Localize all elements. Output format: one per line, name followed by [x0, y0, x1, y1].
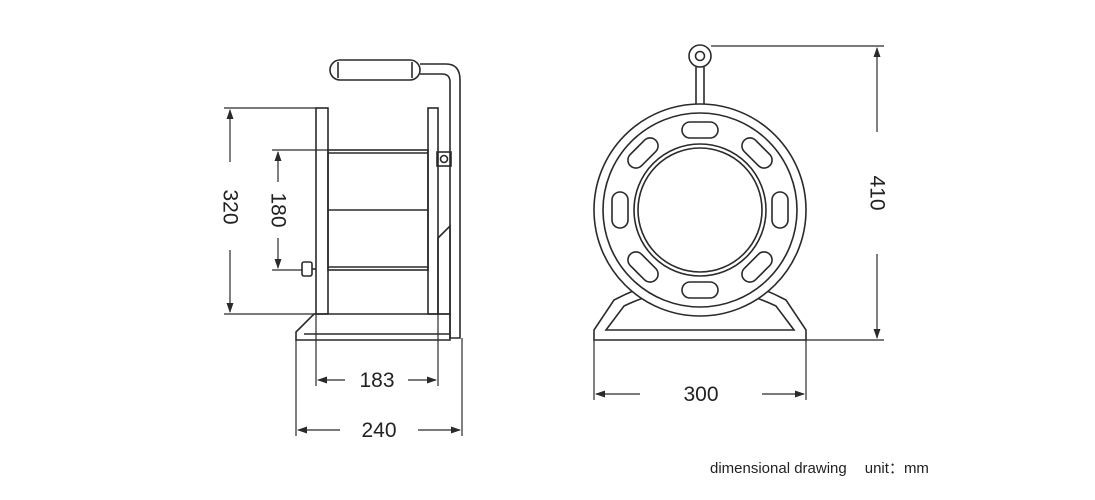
caption-title: dimensional drawing [710, 460, 847, 477]
caption-unit-value: mm [903, 460, 929, 477]
side-dimension-lines [224, 107, 463, 436]
front-dimension-lines [593, 45, 884, 400]
flange-slots [611, 121, 789, 299]
dim-label-180: 180 [267, 192, 290, 227]
inner-hub [633, 143, 767, 277]
side-view [295, 59, 461, 341]
handle-frame [420, 63, 461, 339]
drawing-caption: dimensional drawing unit：mm [710, 457, 929, 478]
handle-grip [329, 59, 421, 81]
dim-label-183: 183 [359, 369, 394, 392]
outer-flange [593, 103, 807, 317]
front-view [593, 44, 807, 341]
right-flange [427, 107, 439, 315]
caption-unit-label: unit： [864, 460, 904, 477]
hanging-eye [688, 44, 712, 68]
dim-label-240: 240 [361, 419, 396, 442]
dim-label-320: 320 [219, 189, 242, 224]
axle-bolt [436, 151, 452, 167]
side-base [295, 313, 451, 341]
crank-knob [301, 261, 313, 277]
dim-label-300: 300 [683, 383, 718, 406]
dim-label-410: 410 [866, 175, 889, 210]
left-flange [315, 107, 329, 315]
